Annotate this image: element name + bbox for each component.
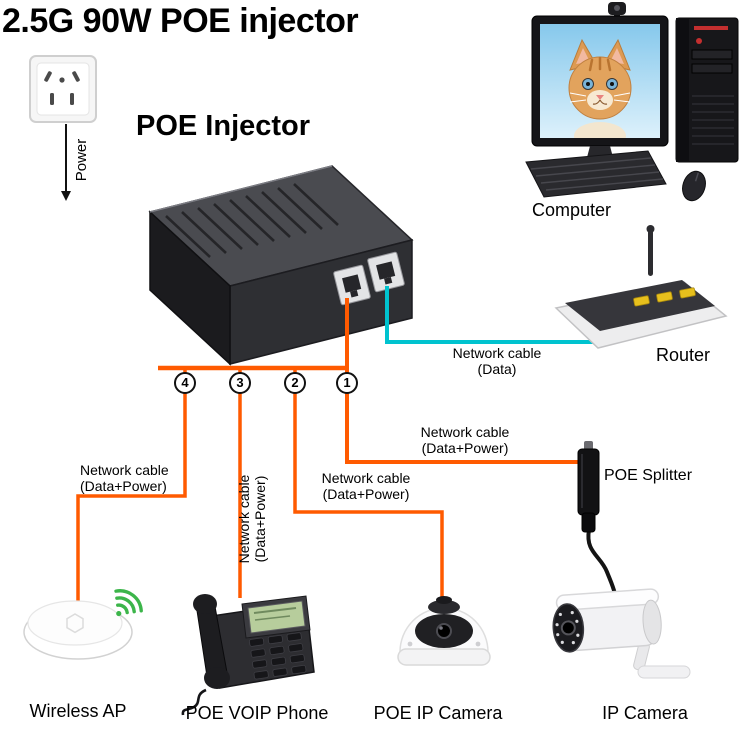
phone-cord bbox=[181, 688, 207, 716]
computer-set bbox=[525, 2, 739, 202]
voip-phone-device bbox=[181, 594, 315, 716]
router-ports bbox=[633, 287, 696, 307]
dome-lens bbox=[436, 623, 452, 639]
port-number-3: 3 bbox=[229, 372, 251, 394]
power-outlet bbox=[29, 55, 97, 123]
pc-tower bbox=[675, 17, 739, 163]
poe-ip-camera-device bbox=[397, 596, 491, 666]
power-cord-line bbox=[61, 124, 71, 201]
wireless-ap-device bbox=[23, 589, 143, 660]
cable-label-line2: (Data) bbox=[477, 361, 517, 377]
ip-camera-device bbox=[552, 588, 691, 679]
cable-label-line2: (Data+Power) bbox=[421, 440, 509, 456]
cable-label-ap: Network cable (Data+Power) bbox=[80, 462, 200, 494]
computer-label: Computer bbox=[532, 200, 612, 220]
cable-port1-splitter bbox=[345, 298, 578, 464]
phone-handset bbox=[193, 594, 230, 689]
cable-label-line1: Network cable bbox=[420, 424, 510, 440]
phone-keypad bbox=[249, 632, 307, 680]
cable-label-line1: Network cable bbox=[321, 470, 411, 486]
cable-label-line2: (Data+Power) bbox=[322, 486, 410, 502]
cable-label-line1: Network cable bbox=[236, 474, 252, 564]
bullet-lens bbox=[560, 620, 576, 636]
cable-label-line1: Network cable bbox=[80, 462, 169, 478]
router-label: Router bbox=[656, 345, 711, 365]
cable-label-phone: Network cable (Data+Power) bbox=[236, 460, 268, 578]
poe-splitter-device bbox=[577, 441, 600, 533]
cable-label-domecam: Network cable (Data+Power) bbox=[300, 470, 432, 502]
kitten-photo bbox=[568, 38, 632, 138]
ip-camera-label: IP Camera bbox=[602, 703, 688, 723]
router-antenna bbox=[648, 230, 653, 276]
poe-injector-device bbox=[148, 165, 414, 366]
cable-port2-domecam bbox=[293, 368, 444, 604]
power-label: Power bbox=[72, 138, 90, 182]
injector-label: POE Injector bbox=[136, 110, 311, 142]
splitter-camera-cable bbox=[586, 529, 617, 595]
cable-label-splitter: Network cable (Data+Power) bbox=[402, 424, 528, 456]
mouse bbox=[682, 170, 706, 202]
cable-label-data: Network cable (Data) bbox=[432, 345, 562, 377]
vent-slats bbox=[165, 183, 339, 258]
port-number-4: 4 bbox=[174, 372, 196, 394]
rj45-port-data bbox=[367, 251, 405, 293]
router-device bbox=[554, 225, 728, 349]
wireless-ap-label: Wireless AP bbox=[29, 701, 127, 721]
poe-ip-camera-label: POE IP Camera bbox=[373, 703, 503, 723]
keyboard bbox=[525, 150, 667, 198]
cable-label-line2: (Data+Power) bbox=[80, 478, 167, 494]
ir-leds bbox=[555, 611, 580, 645]
cable-port4-ap bbox=[76, 368, 187, 602]
splitter-label: POE Splitter bbox=[604, 467, 693, 484]
cable-label-line1: Network cable bbox=[452, 345, 542, 361]
monitor bbox=[531, 15, 669, 181]
rj45-port-power bbox=[333, 264, 371, 306]
wifi-icon bbox=[114, 589, 143, 617]
port-number-1: 1 bbox=[336, 372, 358, 394]
page-title: 2.5G 90W POE injector bbox=[2, 2, 359, 40]
cable-label-line2: (Data+Power) bbox=[252, 475, 268, 563]
voip-phone-label: POE VOIP Phone bbox=[185, 703, 329, 723]
port-number-2: 2 bbox=[284, 372, 306, 394]
